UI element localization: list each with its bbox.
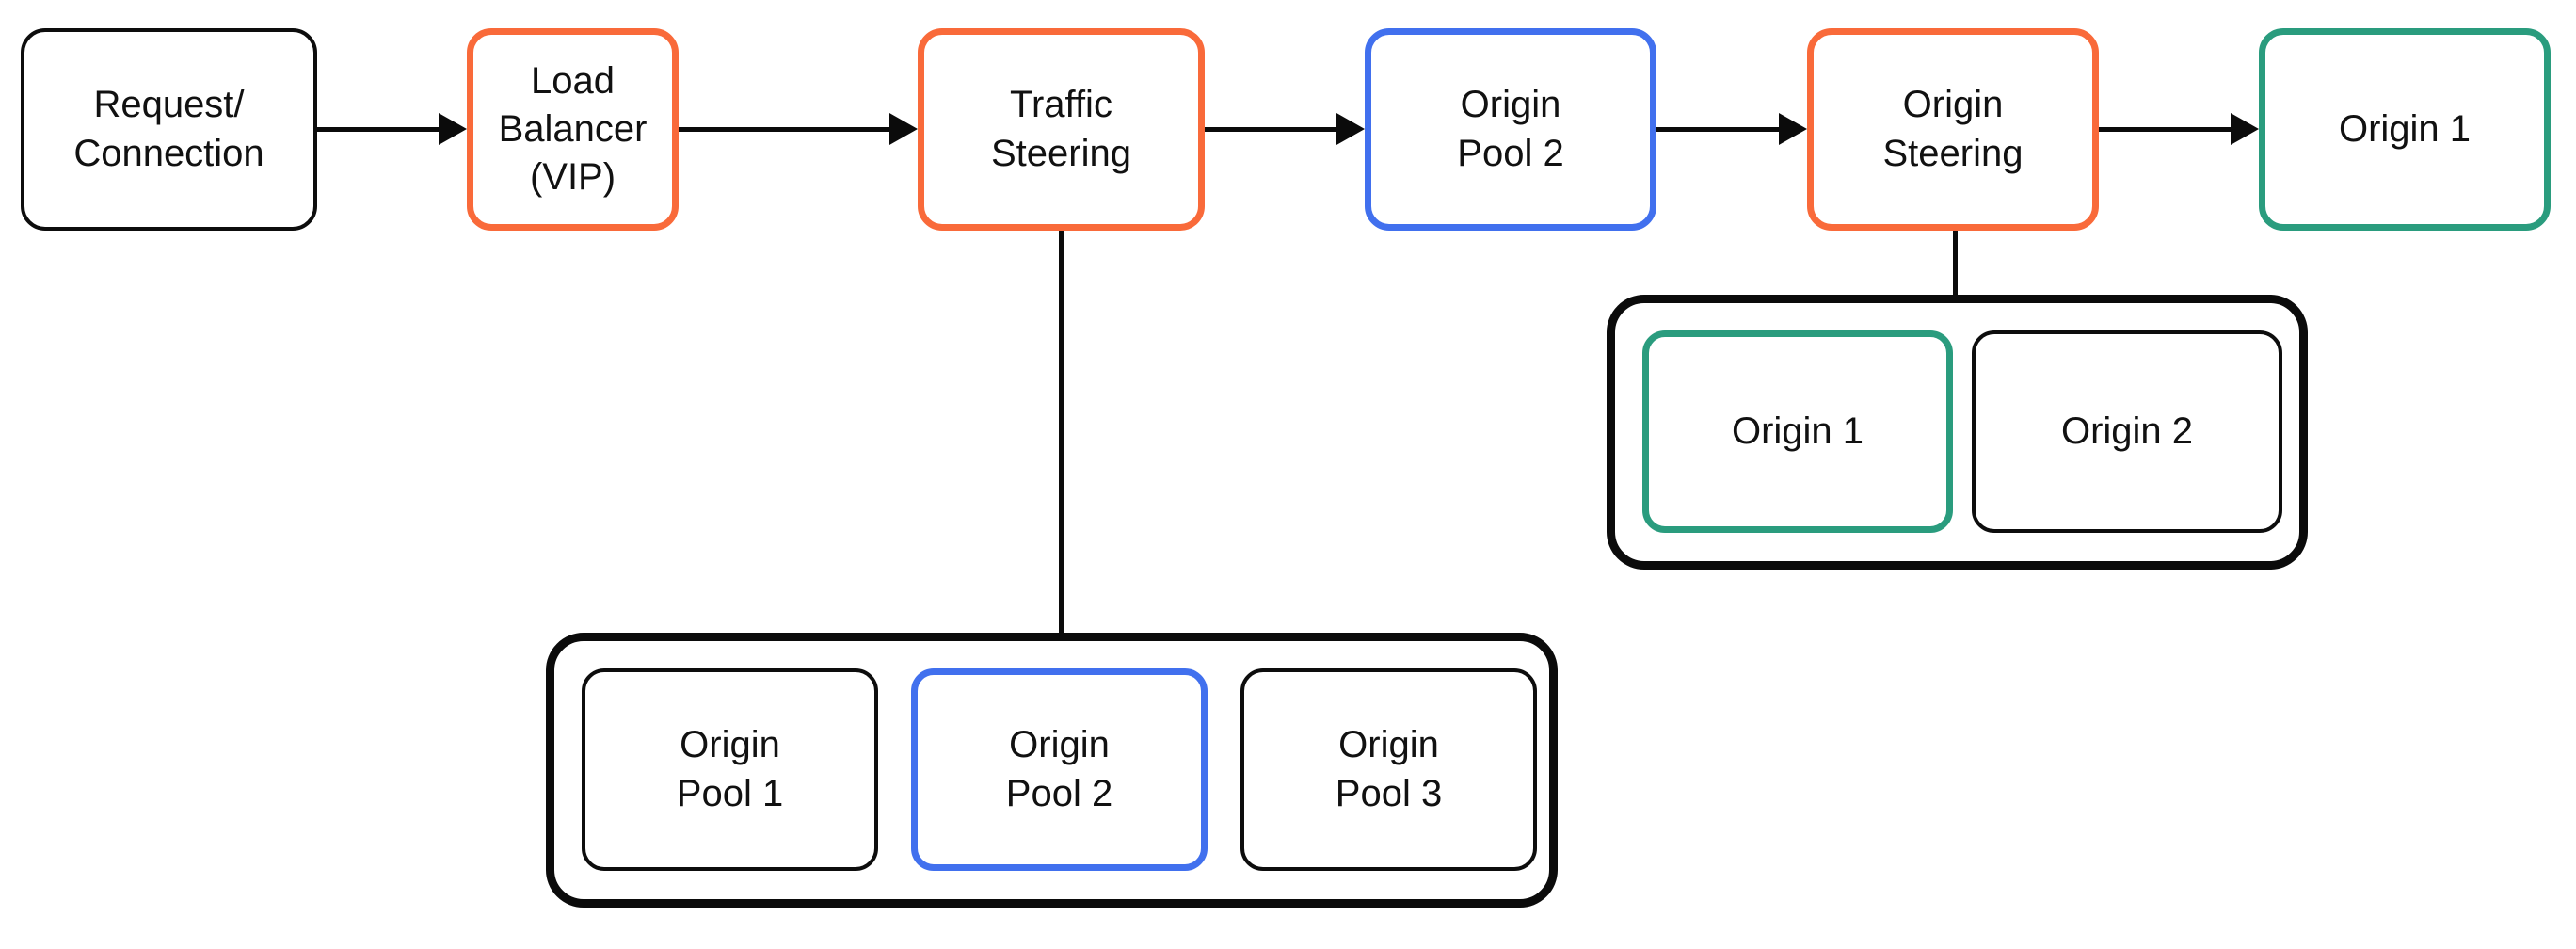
pool-group-item-origin-pool-1[interactable]: Origin Pool 1 <box>582 668 878 871</box>
arrow-load-balancer-to-traffic-steering-head <box>889 113 918 145</box>
connector-traffic-steering-to-pool-group <box>1059 231 1064 637</box>
arrow-request-to-load-balancer-line <box>317 127 440 132</box>
node-traffic-steering[interactable]: Traffic Steering <box>918 28 1205 231</box>
arrow-traffic-steering-to-origin-pool-2-line <box>1205 127 1336 132</box>
arrow-load-balancer-to-traffic-steering-line <box>679 127 889 132</box>
node-request-connection[interactable]: Request/ Connection <box>21 28 317 231</box>
arrow-origin-steering-to-origin-1-head <box>2231 113 2259 145</box>
arrow-origin-pool-2-to-origin-steering-line <box>1656 127 1779 132</box>
arrow-origin-steering-to-origin-1-line <box>2099 127 2231 132</box>
arrow-origin-pool-2-to-origin-steering-head <box>1779 113 1807 145</box>
node-load-balancer[interactable]: Load Balancer (VIP) <box>467 28 679 231</box>
pool-group-item-origin-pool-2[interactable]: Origin Pool 2 <box>911 668 1208 871</box>
pool-group-item-origin-pool-3[interactable]: Origin Pool 3 <box>1240 668 1537 871</box>
arrow-traffic-steering-to-origin-pool-2-head <box>1336 113 1365 145</box>
node-origin-pool-2[interactable]: Origin Pool 2 <box>1365 28 1656 231</box>
origin-group-item-origin-1[interactable]: Origin 1 <box>1642 330 1953 533</box>
connector-origin-steering-to-origin-group <box>1953 231 1958 298</box>
origin-group-item-origin-2[interactable]: Origin 2 <box>1972 330 2282 533</box>
arrow-request-to-load-balancer-head <box>439 113 467 145</box>
node-origin-1[interactable]: Origin 1 <box>2259 28 2551 231</box>
node-origin-steering[interactable]: Origin Steering <box>1807 28 2099 231</box>
